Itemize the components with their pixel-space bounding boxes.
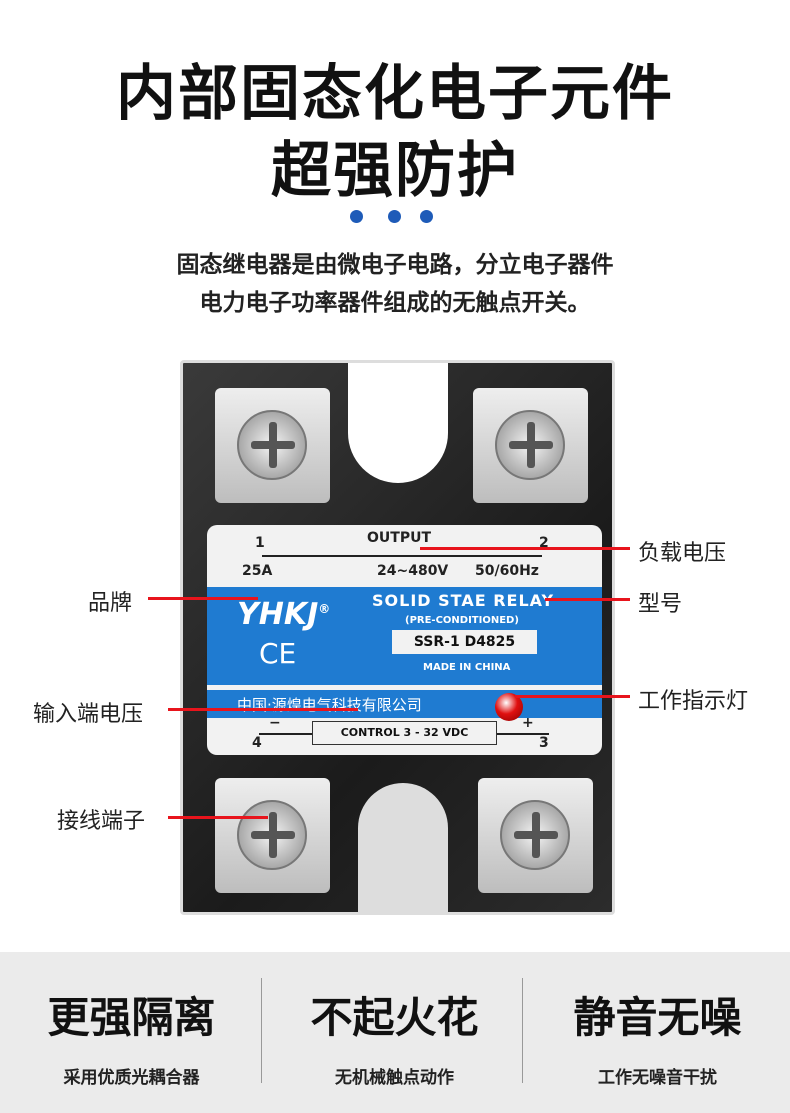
title-line-1: 内部固态化电子元件: [116, 59, 674, 129]
feature-item: 不起火花 无机械触点动作: [263, 984, 526, 1088]
callout-line: [545, 598, 630, 601]
dot: [420, 210, 433, 223]
feature-title: 静音无噪: [573, 993, 742, 1042]
terminal: [215, 388, 330, 503]
callout-line: [420, 547, 630, 550]
feature-title: 更强隔离: [47, 993, 216, 1042]
brand-logo: YHKJ®: [237, 597, 330, 632]
screw-icon: [500, 800, 570, 870]
title-line-2: 超强防护: [271, 136, 519, 206]
divider: [522, 978, 523, 1083]
dot: [350, 210, 363, 223]
feature-item: 静音无噪 工作无噪音干扰: [526, 984, 789, 1088]
screw-icon: [237, 410, 307, 480]
callout-line: [148, 597, 258, 600]
minus-sign: −: [269, 715, 281, 731]
output-circuit-line: [262, 555, 542, 557]
relay-label: 1 2 OUTPUT 25A 24~480V 50/60Hz YHKJ® CE …: [207, 525, 602, 755]
feature-title: 不起火花: [310, 993, 479, 1042]
terminal: [478, 778, 593, 893]
bottom-mount: [358, 783, 448, 913]
frequency-rating: 50/60Hz: [475, 563, 539, 579]
feature-item: 更强隔离 采用优质光耦合器: [0, 984, 263, 1088]
brand-text: YHKJ: [237, 597, 319, 632]
terminal: [473, 388, 588, 503]
feature-subtitle: 采用优质光耦合器: [63, 1068, 200, 1088]
callout-indicator: 工作指示灯: [638, 689, 749, 714]
features-band: 更强隔离 采用优质光耦合器 不起火花 无机械触点动作 静音无噪 工作无噪音干扰: [0, 952, 790, 1113]
terminal-1-number: 1: [255, 535, 265, 551]
current-rating: 25A: [242, 563, 273, 579]
blue-panel: YHKJ® CE SOLID STAE RELAY (PRE-CONDITION…: [207, 587, 602, 685]
callout-brand: 品牌: [88, 591, 133, 616]
screw-icon: [495, 410, 565, 480]
control-rating: CONTROL 3 - 32 VDC: [312, 721, 497, 745]
top-notch: [348, 363, 448, 483]
screw-icon: [237, 800, 307, 870]
callout-line: [168, 708, 358, 711]
terminal-3-number: 3: [539, 735, 549, 751]
product-name: SOLID STAE RELAY: [372, 591, 555, 610]
terminal: [215, 778, 330, 893]
callout-terminal: 接线端子: [57, 809, 146, 834]
description-line-2: 电力电子功率器件组成的无触点开关。: [199, 290, 591, 316]
callout-input-voltage: 输入端电压: [33, 702, 144, 727]
divider: [261, 978, 262, 1083]
feature-subtitle: 无机械触点动作: [335, 1068, 454, 1088]
callout-line: [168, 816, 268, 819]
callout-line: [515, 695, 630, 698]
voltage-rating: 24~480V: [377, 563, 449, 579]
output-label: OUTPUT: [367, 530, 431, 546]
company-name: 中国·源煌电气科技有限公司: [237, 696, 422, 714]
description-line-1: 固态继电器是由微电子电路，分立电子器件: [176, 252, 614, 278]
registered-mark: ®: [318, 602, 331, 616]
feature-subtitle: 工作无噪音干扰: [598, 1068, 717, 1088]
callout-load-voltage: 负载电压: [638, 541, 727, 566]
product-subtitle: (PRE-CONDITIONED): [405, 615, 519, 626]
plus-sign: +: [522, 715, 534, 731]
dot: [388, 210, 401, 223]
made-in: MADE IN CHINA: [423, 662, 511, 673]
terminal-4-number: 4: [252, 735, 262, 751]
terminal-2-number: 2: [539, 535, 549, 551]
model-number: SSR-1 D4825: [392, 630, 537, 654]
ce-mark: CE: [259, 637, 297, 670]
callout-model: 型号: [638, 592, 683, 617]
